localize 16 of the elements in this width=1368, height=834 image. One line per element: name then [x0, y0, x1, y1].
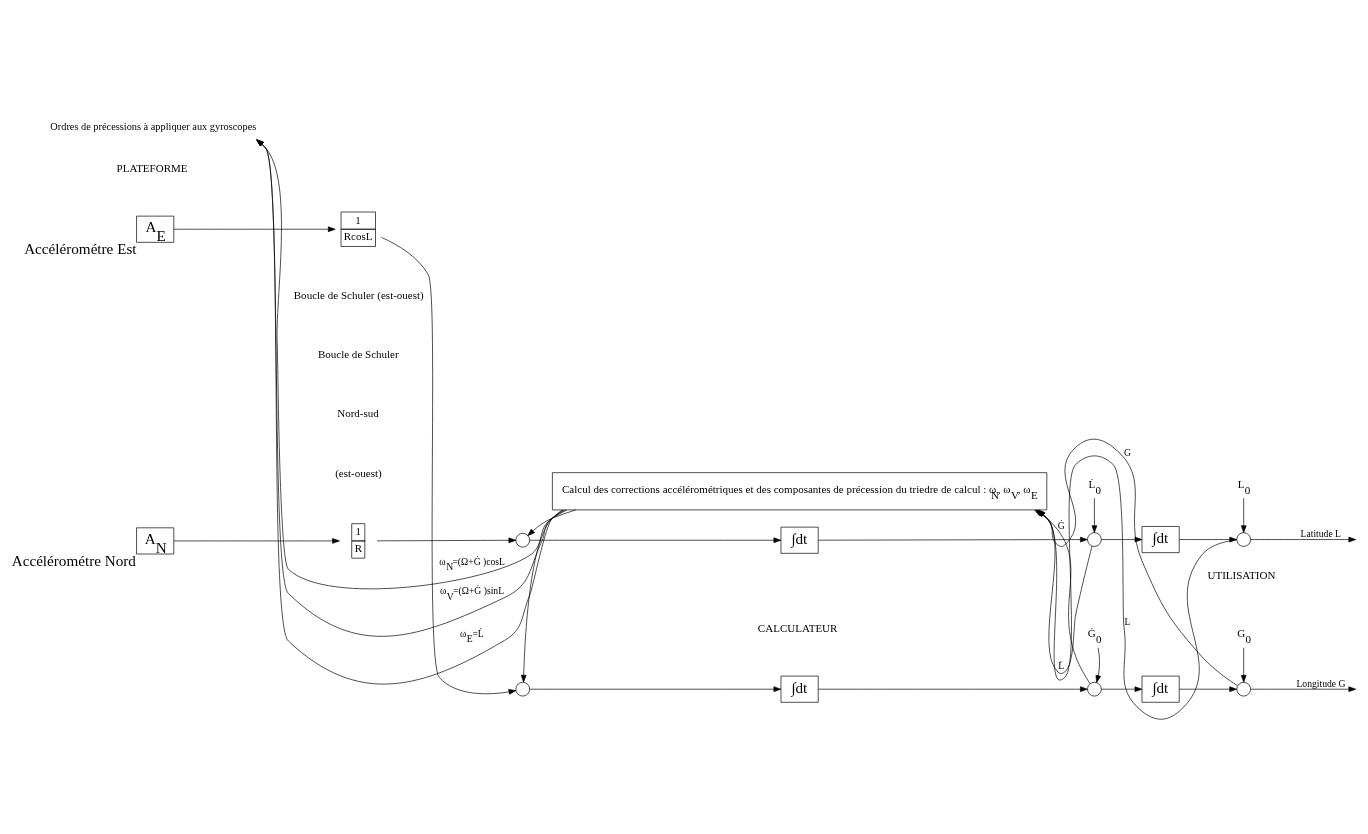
label: CALCULATEUR — [757, 621, 838, 634]
label: Boucle de Schuler — [317, 348, 399, 361]
edge-label: L̇ — [1058, 660, 1065, 672]
node-label: Accélérométre Est — [24, 240, 137, 258]
edge-label: Latitude L — [1300, 527, 1342, 539]
edge-label: Longitude G — [1296, 677, 1346, 689]
edge-label: G — [1124, 447, 1131, 459]
node-label: Accélérométre Nord — [11, 552, 136, 570]
label: (est-ouest) — [335, 466, 382, 479]
label: PLATEFORME — [116, 161, 188, 174]
label: Nord-sud — [337, 407, 379, 420]
label: UTILISATION — [1207, 568, 1276, 581]
label: Boucle de Schuler (est-ouest) — [293, 288, 424, 301]
edge-label: L — [1124, 616, 1131, 628]
node-text: Ordres de précessions à appliquer aux gyroscopes — [50, 120, 257, 132]
edge-label: Ġ — [1057, 519, 1065, 531]
